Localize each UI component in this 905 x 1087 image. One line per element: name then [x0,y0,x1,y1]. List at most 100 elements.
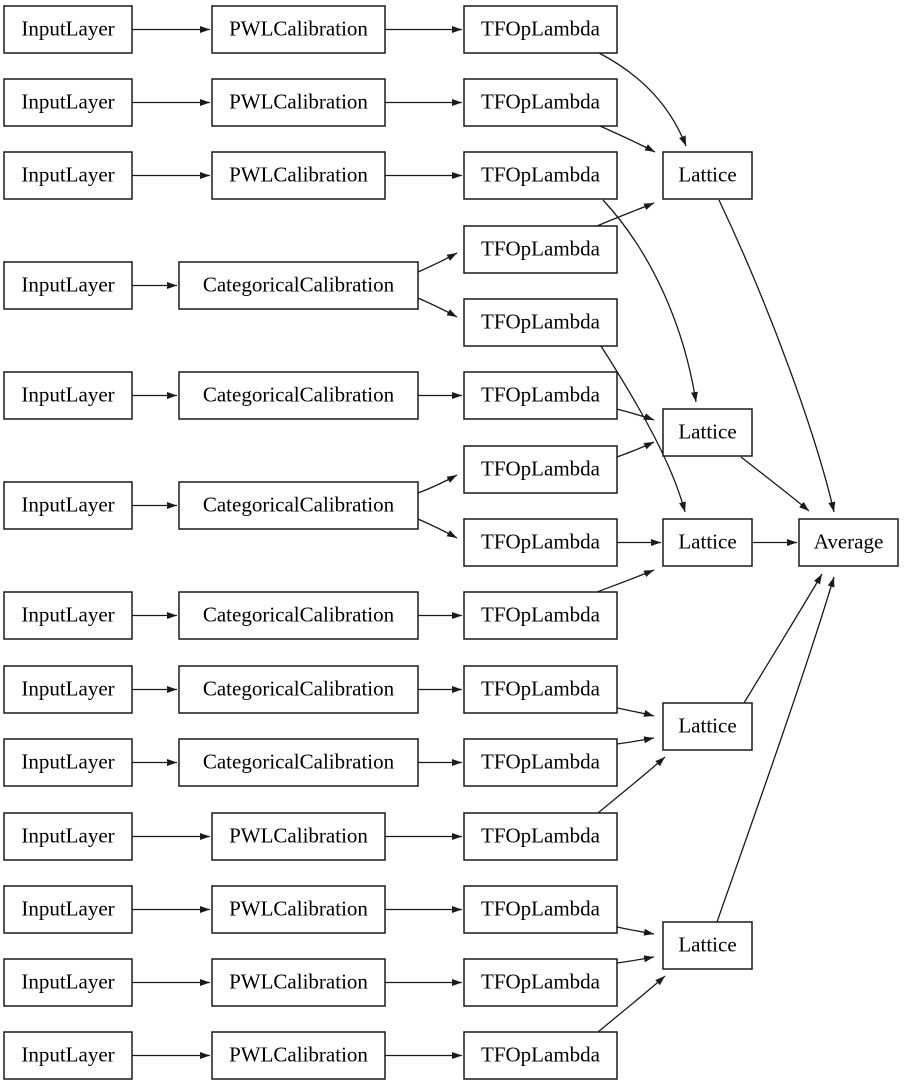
nodes-layer: InputLayerInputLayerInputLayerInputLayer… [3,5,899,1080]
node-label: CategoricalCalibration [203,676,395,700]
node-label: Lattice [678,419,736,443]
node-in8: InputLayer [3,665,133,714]
node-cal5: CategoricalCalibration [178,371,419,420]
node-label: PWLCalibration [229,969,368,993]
node-label: InputLayer [21,16,114,40]
node-box [211,1031,386,1080]
node-label: Average [814,529,884,553]
node-lat1: Lattice [662,151,753,200]
node-in10: InputLayer [3,812,133,861]
edge-lam4-lat1 [596,202,655,227]
node-lam15: TFOpLambda [463,1031,618,1080]
node-label: TFOpLambda [481,236,601,260]
node-box [3,151,133,200]
node-label: InputLayer [21,749,114,773]
edge-lam1-lat1 [598,52,687,147]
node-box [662,702,753,751]
node-in12: InputLayer [3,958,133,1007]
node-cal6: CategoricalCalibration [178,481,419,530]
node-label: CategoricalCalibration [203,382,395,406]
node-box [3,371,133,420]
node-label: PWLCalibration [229,16,368,40]
node-box [178,371,419,420]
edge-cal4-lam4 [417,252,458,273]
node-in6: InputLayer [3,481,133,530]
node-label: Lattice [678,162,736,186]
node-box [463,225,618,274]
node-lat5: Lattice [662,921,753,970]
edge-lat4-avg [743,573,823,704]
node-label: InputLayer [21,492,114,516]
node-box [211,885,386,934]
node-in9: InputLayer [3,738,133,787]
edge-lat2-avg [740,456,810,512]
node-label: InputLayer [21,823,114,847]
node-box [463,885,618,934]
node-box [463,958,618,1007]
node-label: PWLCalibration [229,89,368,113]
edge-lam14-lat5 [616,955,655,964]
node-lam11: TFOpLambda [463,738,618,787]
node-cal9: CategoricalCalibration [178,738,419,787]
node-in11: InputLayer [3,885,133,934]
node-in3: InputLayer [3,151,133,200]
node-label: InputLayer [21,89,114,113]
node-in1: InputLayer [3,5,133,54]
node-lam7: TFOpLambda [463,445,618,494]
node-box [178,261,419,310]
node-box [463,518,618,567]
node-label: TFOpLambda [481,529,601,553]
edge-lat1-avg [718,199,836,513]
node-label: InputLayer [21,162,114,186]
node-box [463,738,618,787]
node-box [463,298,618,347]
node-label: TFOpLambda [481,382,601,406]
node-box [3,78,133,127]
node-box [463,445,618,494]
node-box [3,481,133,530]
node-lam8: TFOpLambda [463,518,618,567]
edge-lam10-lat4 [616,707,655,717]
node-in7: InputLayer [3,591,133,640]
node-box [463,812,618,861]
node-label: TFOpLambda [481,969,601,993]
edge-lat5-avg [716,576,835,923]
node-box [463,371,618,420]
node-cal8: CategoricalCalibration [178,665,419,714]
node-box [3,591,133,640]
node-box [178,738,419,787]
edge-lam6-lat2 [616,408,655,421]
node-label: InputLayer [21,382,114,406]
edge-lam7-lat2 [616,441,655,458]
node-cal7: CategoricalCalibration [178,591,419,640]
node-label: Lattice [678,932,736,956]
node-box [463,1031,618,1080]
node-box [662,408,753,457]
node-avg: Average [798,518,899,567]
node-lam1: TFOpLambda [463,5,618,54]
node-label: TFOpLambda [481,1042,601,1066]
node-in5: InputLayer [3,371,133,420]
edges-layer [132,26,836,1059]
node-label: InputLayer [21,676,114,700]
edge-cal4-lam5 [417,297,458,318]
node-label: PWLCalibration [229,162,368,186]
node-lat4: Lattice [662,702,753,751]
node-box [798,518,899,567]
node-box [3,665,133,714]
node-cal12: PWLCalibration [211,958,386,1007]
node-label: Lattice [678,713,736,737]
node-label: CategoricalCalibration [203,492,395,516]
node-lam2: TFOpLambda [463,78,618,127]
node-cal3: PWLCalibration [211,151,386,200]
node-label: TFOpLambda [481,456,601,480]
edge-lam13-lat5 [616,926,655,936]
node-label: TFOpLambda [481,749,601,773]
node-label: PWLCalibration [229,896,368,920]
node-lam10: TFOpLambda [463,665,618,714]
node-label: InputLayer [21,602,114,626]
node-label: PWLCalibration [229,1042,368,1066]
node-box [178,665,419,714]
